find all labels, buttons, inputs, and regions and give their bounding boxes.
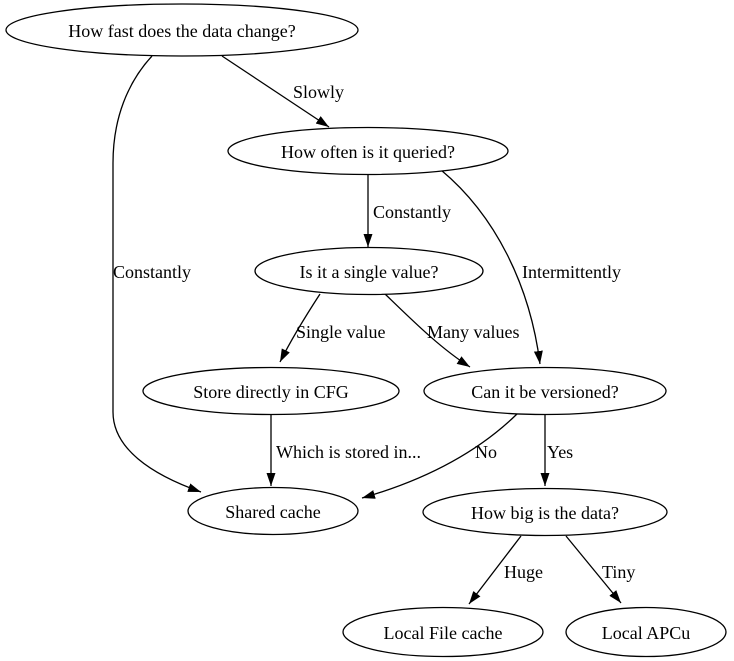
edge-label-yes: Yes bbox=[547, 442, 573, 462]
edge-label-constantly-mid: Constantly bbox=[373, 202, 451, 222]
edge-label-tiny: Tiny bbox=[602, 562, 635, 582]
node-label-shared-cache: Shared cache bbox=[225, 502, 320, 522]
node-shape-shared-cache bbox=[187, 486, 359, 536]
edge-how-fast-to-how-often bbox=[221, 55, 330, 128]
edge-label-no: No bbox=[475, 442, 497, 462]
node-shape-single-value bbox=[254, 246, 484, 296]
edge-label-many-values: Many values bbox=[427, 322, 519, 342]
node-shape-versioned bbox=[423, 366, 667, 416]
edge-label-which-is-stored-in: Which is stored in... bbox=[276, 442, 421, 462]
node-label-single-value: Is it a single value? bbox=[300, 262, 439, 282]
node-label-store-cfg: Store directly in CFG bbox=[193, 382, 349, 402]
edge-label-slowly: Slowly bbox=[293, 82, 344, 102]
node-versioned: Can it be versioned? bbox=[423, 366, 667, 416]
edge-how-big-to-local-apcu bbox=[565, 535, 622, 604]
edge-how-often-to-versioned bbox=[440, 169, 543, 365]
edge-label-single-value: Single value bbox=[296, 322, 385, 342]
edge-single-value-to-versioned bbox=[383, 292, 471, 368]
node-shape-how-often bbox=[227, 126, 509, 176]
edge-single-value-to-store-cfg bbox=[279, 293, 321, 363]
node-shared-cache: Shared cache bbox=[187, 486, 359, 536]
edge-label-huge: Huge bbox=[504, 562, 543, 582]
node-single-value: Is it a single value? bbox=[254, 246, 484, 296]
node-label-local-apcu: Local APCu bbox=[602, 623, 691, 643]
node-shape-local-file bbox=[342, 606, 544, 658]
node-how-fast: How fast does the data change? bbox=[5, 3, 359, 57]
node-shape-how-fast bbox=[5, 3, 359, 57]
node-label-how-fast: How fast does the data change? bbox=[68, 21, 295, 41]
edge-label-constantly-left: Constantly bbox=[113, 262, 191, 282]
node-label-local-file: Local File cache bbox=[384, 623, 503, 643]
node-shape-local-apcu bbox=[565, 606, 727, 658]
node-label-how-big: How big is the data? bbox=[471, 503, 619, 523]
node-how-big: How big is the data? bbox=[422, 487, 668, 537]
node-store-cfg: Store directly in CFG bbox=[142, 366, 400, 416]
edge-layer: Slowly Constantly Constantly Intermitten… bbox=[112, 55, 635, 605]
edge-how-big-to-local-file bbox=[468, 535, 522, 605]
edge-how-fast-to-shared-cache bbox=[112, 55, 202, 493]
node-local-file: Local File cache bbox=[342, 606, 544, 658]
node-label-how-often: How often is it queried? bbox=[281, 142, 455, 162]
node-shape-how-big bbox=[422, 487, 668, 537]
node-shape-store-cfg bbox=[142, 366, 400, 416]
node-local-apcu: Local APCu bbox=[565, 606, 727, 658]
edge-versioned-to-shared-cache bbox=[361, 413, 518, 499]
node-how-often: How often is it queried? bbox=[227, 126, 509, 176]
node-label-versioned: Can it be versioned? bbox=[471, 382, 618, 402]
node-layer: How fast does the data change? How often… bbox=[5, 3, 727, 658]
edge-label-intermittently: Intermittently bbox=[522, 262, 621, 282]
